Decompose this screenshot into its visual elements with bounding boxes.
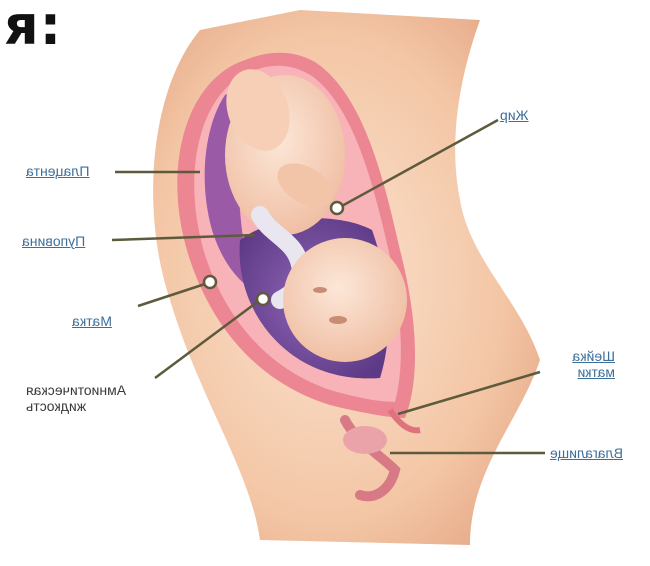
label-umbilical-cord: Пуповина: [22, 233, 85, 249]
label-amniotic-fluid: Амниотическая жидкость: [26, 382, 168, 414]
label-cervix-line2: матки: [545, 364, 615, 380]
baby-head: [283, 238, 407, 362]
marker-uterus: [204, 276, 216, 288]
label-vagina: Влагалище: [550, 445, 623, 461]
label-placenta: Плацента: [26, 163, 89, 179]
label-fat: Жир: [500, 107, 529, 123]
marker-fat: [331, 202, 343, 214]
label-uterus: Матка: [72, 313, 112, 329]
label-cervix: Шейка матки: [545, 348, 615, 380]
label-amniotic-line1: Амниотическая: [26, 382, 168, 398]
marker-amniotic: [257, 293, 269, 305]
label-cervix-line1: Шейка: [545, 348, 615, 364]
label-amniotic-line2: жидкость: [26, 398, 168, 414]
